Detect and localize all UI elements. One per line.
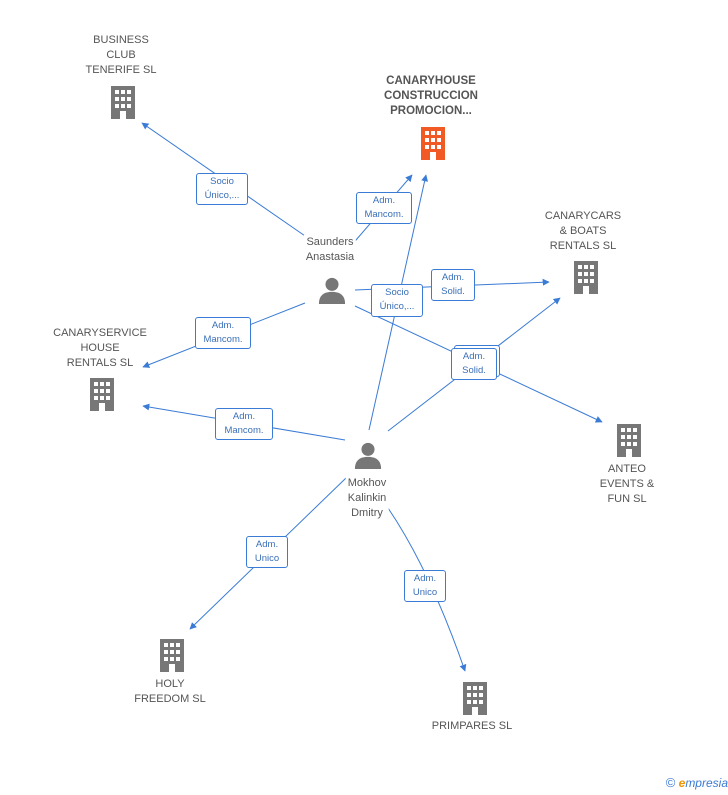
company-label-canaryhouse[interactable]: CANARYHOUSE CONSTRUCCION PROMOCION... [384, 75, 478, 117]
empresia-logo: © empresia [666, 775, 728, 790]
relation-box-adm-unico[interactable]: Adm.Unico [404, 570, 446, 602]
relation-box-adm-unico[interactable]: Adm.Unico [246, 536, 288, 568]
person-icon[interactable] [318, 277, 346, 304]
copyright-symbol: © [665, 775, 676, 790]
building-icon[interactable] [574, 261, 598, 294]
building-icon[interactable] [160, 639, 184, 672]
building-icon[interactable] [421, 127, 445, 160]
building-icon[interactable] [90, 378, 114, 411]
relation-box-adm-mancom[interactable]: Adm.Mancom. [195, 317, 251, 349]
building-icon[interactable] [617, 424, 641, 457]
relation-box-adm-mancom[interactable]: Adm.Mancom. [215, 408, 273, 440]
company-label-primpares[interactable]: PRIMPARES SL [431, 720, 513, 732]
relation-box-adm-solid[interactable]: Adm.Solid. [451, 348, 497, 380]
building-icon[interactable] [111, 86, 135, 119]
person-icon[interactable] [354, 442, 382, 469]
building-icon[interactable] [463, 682, 487, 715]
relation-box-adm-mancom[interactable]: Adm.Mancom. [356, 192, 412, 224]
person-label-mokhov[interactable]: Mokhov Kalinkin Dmitry [345, 476, 389, 521]
company-label-holy-freedom[interactable]: HOLY FREEDOM SL [134, 678, 206, 705]
brand-initial: e [678, 776, 686, 790]
company-label-canaryservice[interactable]: CANARYSERVICE HOUSE RENTALS SL [53, 327, 147, 369]
company-label-anteo[interactable]: ANTEO EVENTS & FUN SL [599, 463, 655, 505]
company-label-canarycars[interactable]: CANARYCARS & BOATS RENTALS SL [544, 210, 622, 252]
person-label-saunders[interactable]: Saunders Anastasia [303, 235, 357, 265]
company-label-business-club[interactable]: BUSINESS CLUB TENERIFE SL [85, 34, 157, 76]
brand-name: mpresia [685, 776, 728, 790]
relation-box-adm-solid[interactable]: Adm.Solid. [431, 269, 475, 301]
